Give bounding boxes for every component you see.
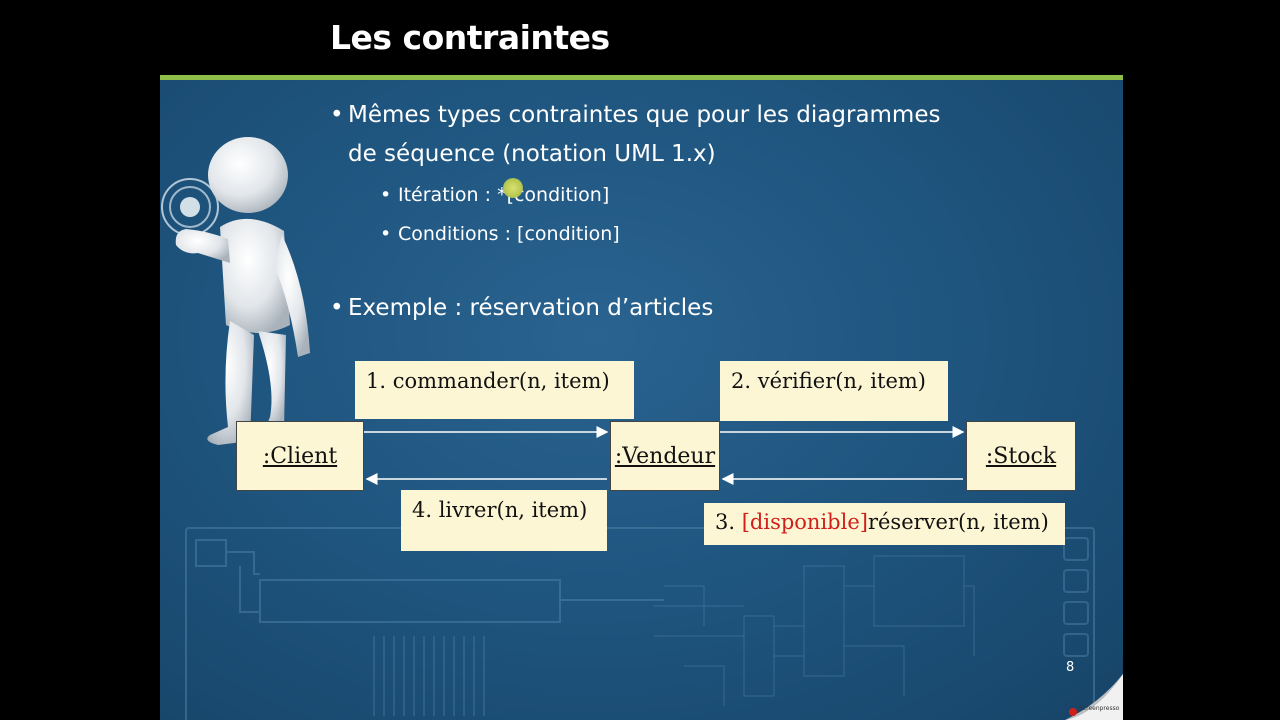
bullet-dot: •	[380, 223, 392, 245]
message-3-number: 3.	[715, 510, 742, 534]
bullet-1-line-2: de séquence (notation UML 1.x)	[348, 141, 716, 167]
slide-body	[160, 80, 1123, 720]
object-client: :Client	[236, 421, 364, 491]
sub-bullet-iteration-text: Itération : *[condition]	[398, 184, 610, 206]
title-divider	[160, 75, 1123, 80]
pointer-cursor-highlight	[503, 178, 523, 198]
bullet-2: •Exemple : réservation d’articles	[330, 295, 713, 321]
bullet-1-line-1: Mêmes types contraintes que pour les dia…	[348, 102, 941, 128]
sub-bullet-iteration: • Itération : *[condition]	[380, 184, 609, 206]
screenpresso-watermark: Screenpresso	[1065, 674, 1123, 720]
page-number: 8	[1066, 660, 1075, 675]
sub-bullet-conditions-text: Conditions : [condition]	[398, 223, 620, 245]
message-3: 3. [disponible]réserver(n, item)	[704, 503, 1065, 545]
watermark-text: Screenpresso	[1079, 705, 1120, 712]
slide-title: Les contraintes	[330, 18, 610, 57]
message-3-operation: réserver(n, item)	[867, 510, 1049, 534]
message-1: 1. commander(n, item)	[355, 361, 634, 419]
bullet-1: •Mêmes types contraintes que pour les di…	[330, 102, 940, 128]
bullet-dot: •	[380, 184, 392, 206]
object-stock: :Stock	[966, 421, 1076, 491]
bullet-2-text: Exemple : réservation d’articles	[348, 295, 714, 321]
bullet-dot: •	[330, 102, 344, 128]
message-4: 4. livrer(n, item)	[401, 490, 607, 551]
bullet-dot: •	[330, 295, 344, 321]
sub-bullet-conditions: • Conditions : [condition]	[380, 223, 620, 245]
object-vendeur: :Vendeur	[610, 421, 720, 491]
figure-illustration	[161, 137, 310, 445]
circuit-board-decoration	[185, 527, 1095, 720]
message-2: 2. vérifier(n, item)	[720, 361, 948, 421]
message-3-condition: [disponible]	[741, 510, 868, 534]
